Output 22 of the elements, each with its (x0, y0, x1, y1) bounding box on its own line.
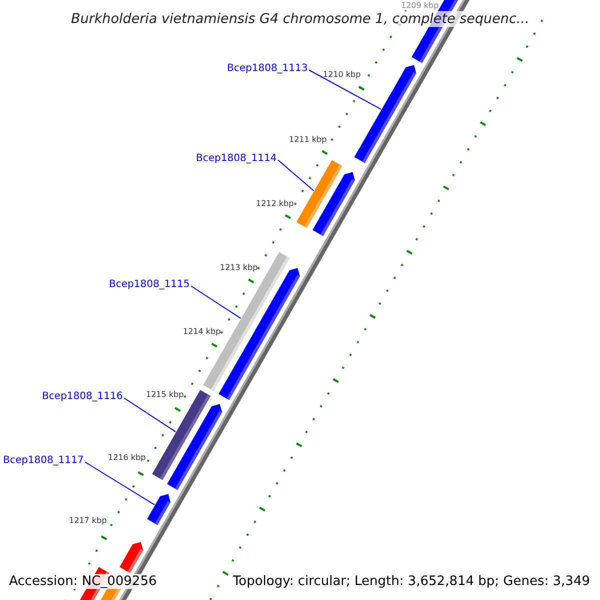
leader-line (124, 398, 176, 432)
scale-label: 1213 kbp (220, 262, 258, 272)
gene-label: Bcep1808_1116 (42, 390, 123, 402)
leader-line (308, 70, 382, 110)
gene-segment (203, 252, 290, 391)
leader-line (84, 462, 156, 506)
scale-label: 1214 kbp (183, 326, 221, 336)
gene-segment (147, 494, 170, 525)
gene-label: Bcep1808_1115 (109, 278, 190, 290)
scale-label: 1217 kbp (69, 516, 107, 524)
genome-info-text: Topology: circular; Length: 3,652,814 bp; Genes: 3,349 (230, 574, 592, 589)
accession-text: Accession: NC_009256 (7, 574, 159, 589)
gene-label: Bcep1808_1114 (196, 152, 277, 164)
leader-line (190, 286, 242, 319)
scale-label: 1215 kbp (146, 390, 184, 398)
gene-segment (296, 160, 342, 228)
scale-label: 1211 kbp (289, 134, 327, 144)
leader-line (278, 160, 314, 192)
gene-label: Bcep1808_1117 (3, 454, 84, 466)
scale-label: 1209 kbp (401, 0, 439, 10)
gene-label: Bcep1808_1113 (227, 62, 308, 74)
scale-label: 1210 kbp (323, 70, 361, 78)
